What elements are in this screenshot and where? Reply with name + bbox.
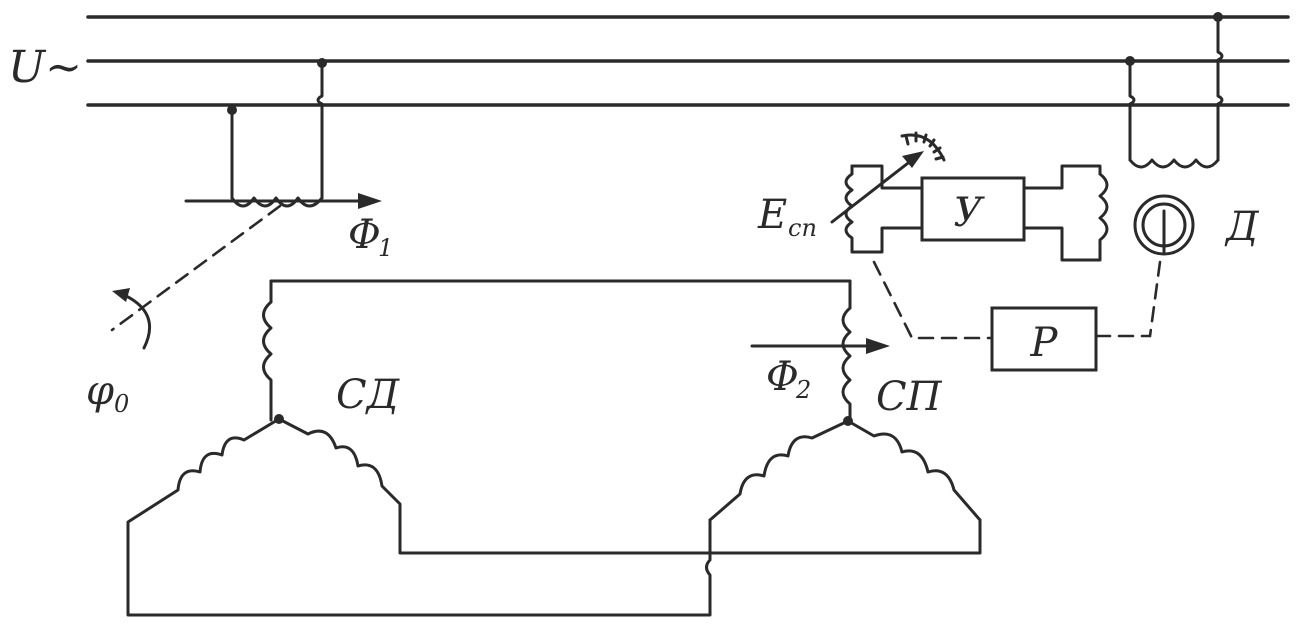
regulator-box [990,306,1098,372]
drive-motor-outer [1133,194,1195,256]
arrow-head [902,151,924,168]
selsyn-receiver [708,279,982,522]
drive-motor [1133,194,1195,256]
winding-lead [1216,15,1224,162]
drive-motor-label: Д [1224,204,1260,250]
coil [1022,172,1109,262]
phase-dashed-line [110,204,282,332]
flux-1-label: Φ 1 [348,212,393,262]
synchronous-motor [126,279,982,617]
phase-arc [120,292,152,350]
supply-transformer-right [1125,12,1224,169]
rotor-coil [262,300,273,422]
winding-lead [1128,59,1136,162]
emf-label: E сп [757,192,817,242]
regulator-label: Р [1030,320,1059,366]
emf-symbol: E [757,192,787,238]
stator-phase-right [277,417,982,555]
flux-2-symbol: Φ [766,354,799,400]
flux-1-symbol: Φ [348,212,381,258]
flux-2-label: Φ 2 [766,354,811,404]
output-winding [1022,164,1109,262]
rotor-coil [841,306,852,422]
coil [1128,158,1220,169]
coil [230,196,324,208]
arrow-head [866,338,890,354]
supply-bus [86,15,1290,107]
meter-needle [830,158,914,224]
emf-index: сп [788,214,817,242]
selsyn-label: СП [876,374,943,420]
amplifier-label: У [954,190,986,236]
link-emf-to-regulator [872,260,994,340]
phase-index: 0 [114,390,129,418]
phase-label: φ 0 [86,368,129,418]
arrow-head [358,193,382,209]
coil-lead [1022,164,1102,190]
link-regulator-to-drive [1094,260,1162,338]
coil [844,164,924,254]
emf-winding [830,131,946,254]
phase-symbol: φ [86,368,114,414]
motor-label: СД [336,372,401,418]
stator-phase-right [846,419,982,522]
excitation-winding-left [184,58,382,209]
stator-phase-left [708,419,850,522]
flux-1-index: 1 [378,234,393,262]
amplifier-box [920,176,1026,242]
supply-voltage-label: U~ [8,42,82,93]
stator-phase-left [126,417,712,617]
coil-lead [850,164,924,190]
flux-2-index: 2 [795,376,811,404]
winding-lead [316,61,324,200]
meter-scale-ticks [904,131,945,161]
arrow-head [112,288,130,302]
